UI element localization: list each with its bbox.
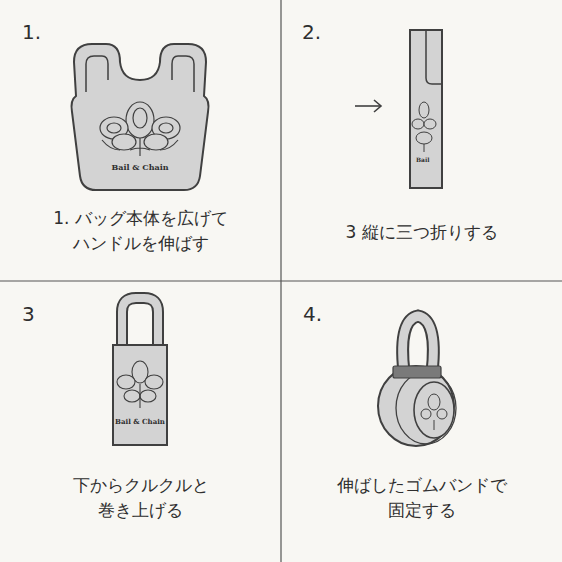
step-number: 1.	[22, 20, 41, 44]
illustration-part	[412, 119, 424, 129]
illustration-part	[140, 390, 156, 402]
step-caption: 1. バッグ本体を広げて ハンドルを伸ばす	[36, 206, 246, 256]
tote-bag	[72, 44, 209, 190]
illustration-part	[133, 108, 147, 128]
illustration-part	[416, 132, 432, 144]
illustration-part	[145, 375, 163, 389]
handle-line	[172, 56, 194, 92]
rubber-band	[393, 366, 441, 378]
step-number: 3	[22, 302, 35, 326]
fold-line	[426, 30, 442, 84]
step-panel: 4. 伸ばしたゴムバンドで 固定する	[281, 281, 562, 562]
step-caption: 伸ばしたゴムバンドで 固定する	[317, 473, 527, 523]
illustration-part	[437, 409, 447, 419]
illustration-part	[122, 298, 158, 350]
step-panel: 2. 3 縦に三つ折りする	[281, 0, 562, 281]
handle-line	[86, 56, 108, 92]
illustration-part	[139, 384, 140, 408]
illustration-part	[403, 316, 434, 372]
illustration-part	[159, 123, 173, 133]
illustration-part	[424, 119, 436, 129]
strip	[410, 30, 442, 188]
illustration-part	[434, 420, 435, 430]
roll-face	[414, 382, 454, 438]
flower-motif	[100, 102, 180, 156]
brand-logo: Bail & Chain	[111, 162, 168, 172]
rolled-bag	[113, 298, 167, 445]
bag-body	[113, 345, 167, 445]
illustration-part	[126, 102, 154, 138]
illustration-part	[122, 298, 158, 350]
folded-bag	[410, 30, 442, 188]
illustration-part	[424, 144, 425, 152]
illustration-part	[102, 138, 178, 156]
arrow-symbol	[355, 100, 381, 112]
bag-roll	[378, 316, 456, 446]
grid-line	[0, 280, 562, 281]
step-panel: 1. 1. バッグ本体を広げて ハンドルを伸ばす	[0, 0, 281, 281]
illustration-part	[144, 134, 168, 150]
illustration-part	[419, 102, 429, 118]
illustration-part	[421, 409, 431, 419]
illustration-part	[117, 375, 135, 389]
bag-body	[72, 44, 209, 190]
flower-motif	[421, 394, 447, 430]
step-caption: 3 縦に三つ折りする	[317, 220, 527, 245]
roll-layer	[396, 372, 456, 444]
illustration-part	[124, 390, 140, 402]
illustration-part	[428, 394, 440, 410]
flower-motif	[117, 361, 163, 408]
illustration-part	[107, 123, 121, 133]
flower-motif	[412, 102, 436, 152]
step-number: 2.	[302, 20, 321, 44]
step-caption: 下からクルクルと 巻き上げる	[36, 473, 246, 523]
step-number: 4.	[303, 302, 322, 326]
illustration-part	[374, 100, 381, 112]
brand-logo: Bail & Chain	[115, 417, 165, 426]
brand-logo: Bail	[416, 156, 430, 163]
illustration-part	[355, 105, 381, 107]
illustration-part	[403, 316, 434, 372]
illustration-part	[112, 134, 136, 150]
